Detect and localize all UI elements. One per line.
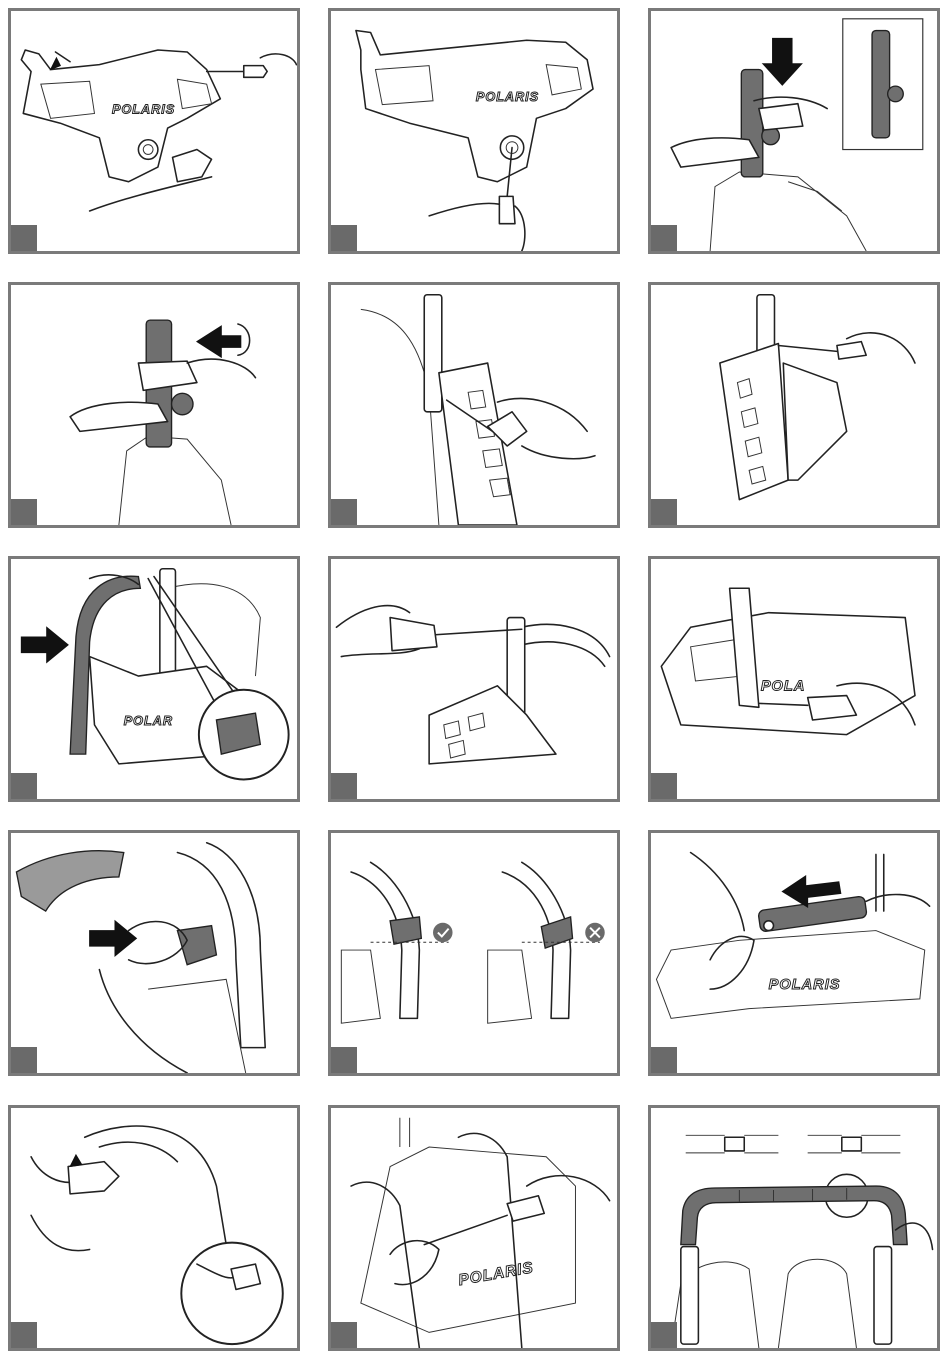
step-number-badge	[651, 499, 677, 525]
step-panel-9: POLA	[648, 556, 940, 802]
arrow-right-icon	[21, 627, 68, 662]
seat-post-illustration	[11, 285, 297, 525]
step-panel-11	[328, 830, 620, 1076]
arrow-down-icon	[763, 38, 802, 85]
step-panel-13	[8, 1105, 300, 1351]
polaris-logo: POLA	[761, 679, 806, 695]
step-panel-12: POLARIS	[648, 830, 940, 1076]
screw-insertion-illustration	[11, 1108, 297, 1348]
step-number-badge	[331, 773, 357, 799]
arrow-left-icon	[197, 326, 241, 357]
roll-bar-tube	[681, 1186, 907, 1245]
polaris-logo: POLARIS	[112, 102, 175, 116]
step-panel-15	[648, 1105, 940, 1351]
step-number-badge	[651, 1322, 677, 1348]
dashboard-illustration: POLARIS	[11, 11, 297, 251]
polaris-logo: POLARIS	[769, 977, 841, 993]
step-number-badge	[331, 1322, 357, 1348]
arrow-pointer-icon	[51, 58, 61, 70]
step-number-badge	[651, 225, 677, 251]
step-panel-3	[648, 8, 940, 254]
side-panel-illustration	[651, 285, 937, 525]
polaris-logo: POLAR	[124, 714, 173, 728]
step-number-badge	[331, 1047, 357, 1073]
polaris-logo: POLARIS	[457, 1259, 535, 1289]
clamp-check-illustration	[331, 833, 617, 1073]
step-panel-5	[328, 282, 620, 528]
step-number-badge	[11, 1047, 37, 1073]
polaris-logo: POLARIS	[476, 90, 539, 104]
step-panel-14: POLARIS	[328, 1105, 620, 1351]
check-icon	[433, 923, 453, 943]
step-number-badge	[331, 225, 357, 251]
finished-roll-bar-illustration	[651, 1108, 937, 1348]
step-number-badge	[331, 499, 357, 525]
step-panel-6	[648, 282, 940, 528]
step-number-badge	[11, 225, 37, 251]
roll-bar-tube	[741, 70, 762, 177]
screwdriver-icon	[424, 1215, 507, 1244]
step-number-badge	[11, 1322, 37, 1348]
crossbar-install-illustration: POLARIS	[651, 833, 937, 1073]
step-number-badge	[651, 1047, 677, 1073]
step-panel-1: POLARIS	[8, 8, 300, 254]
crossbar-tube	[758, 896, 867, 932]
step-panel-2: POLARIS	[328, 8, 620, 254]
step-panel-10	[8, 830, 300, 1076]
side-panel-illustration	[331, 285, 617, 525]
step-number-badge	[651, 773, 677, 799]
roll-bar-side-illustration: POLA	[651, 559, 937, 799]
roll-bar-screw-illustration	[331, 559, 617, 799]
seat-post-illustration	[651, 11, 937, 251]
roll-bar-install-illustration: POLAR	[11, 559, 297, 799]
screwdriver-icon	[778, 345, 837, 351]
dashboard-illustration: POLARIS	[331, 11, 617, 251]
step-number-badge	[11, 773, 37, 799]
clamp-cover-illustration	[11, 833, 297, 1073]
step-panel-8	[328, 556, 620, 802]
step-panel-4	[8, 282, 300, 528]
crossbar-screw-illustration: POLARIS	[331, 1108, 617, 1348]
step-panel-7: POLAR	[8, 556, 300, 802]
step-number-badge	[11, 499, 37, 525]
detail-inset	[181, 1243, 282, 1344]
arrow-right-icon	[90, 921, 137, 956]
clamp-cover-part	[16, 851, 123, 911]
